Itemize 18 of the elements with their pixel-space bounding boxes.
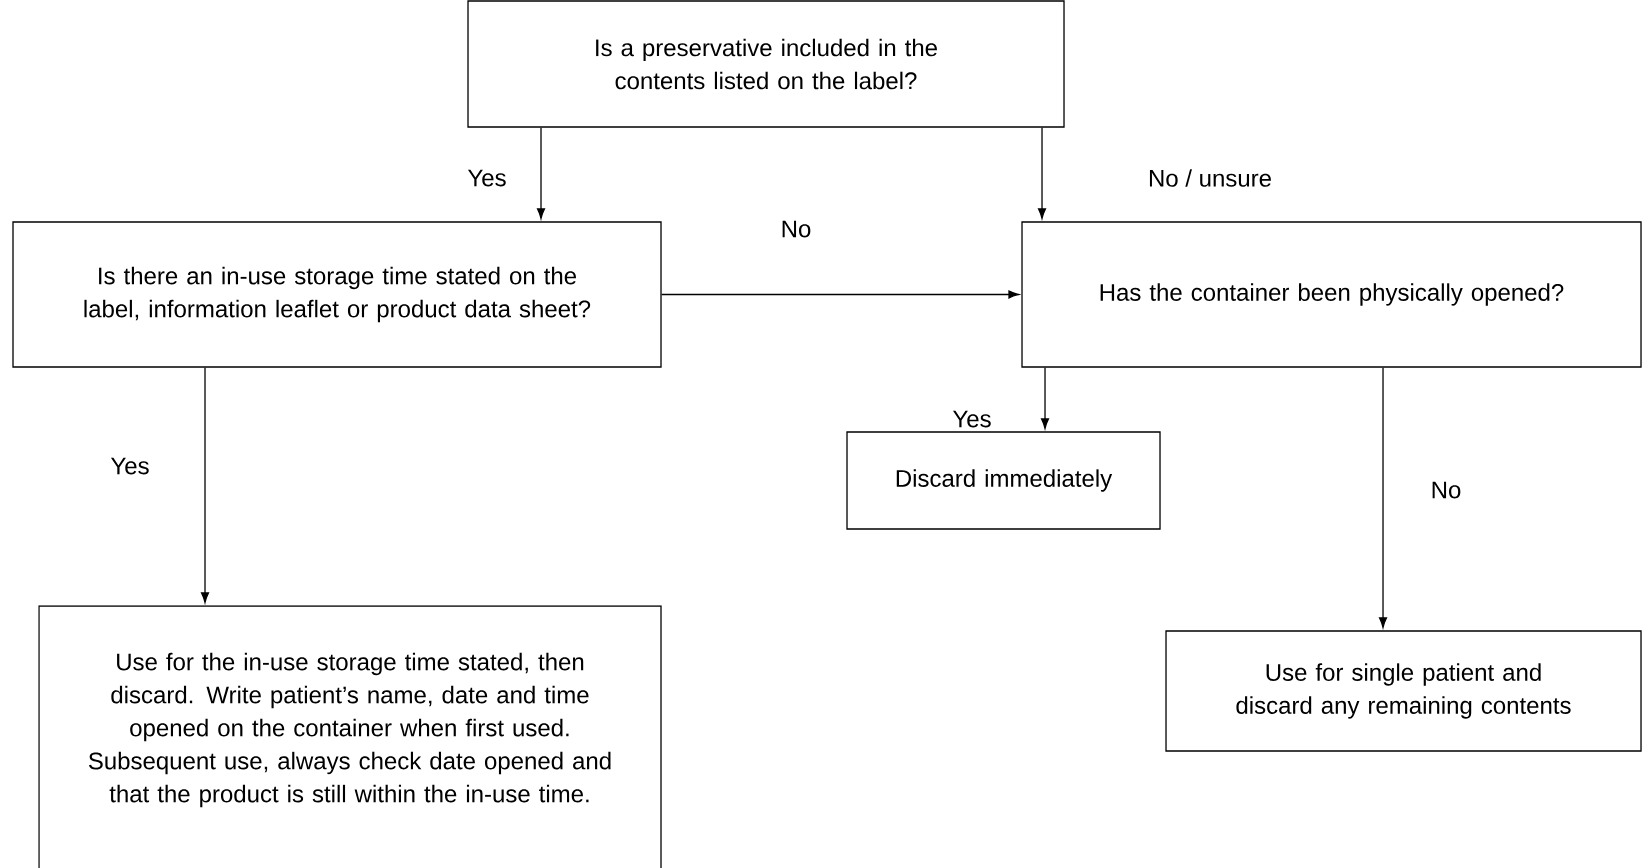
arrow xyxy=(1378,367,1388,629)
process-box: Discard immediately xyxy=(846,431,1161,530)
arrow xyxy=(536,127,546,220)
edge-label: No xyxy=(1429,480,1463,500)
edge-label: Yes xyxy=(466,168,508,188)
process-box: Use for single patient and discard any remaining contents xyxy=(1165,630,1642,752)
edge-label: Yes xyxy=(951,409,993,429)
edge-label: No xyxy=(779,219,813,239)
arrow xyxy=(661,290,1020,299)
process-box: Is a preservative included in the contents listed on the label? xyxy=(467,0,1065,128)
process-box: Use for the in-use storage time stated, then discard. Write patient’s name, date and time opened on the container when first used. Subsequent use, always check date opened and that the product is still within the in-use time. xyxy=(38,605,662,868)
edge-label: No / unsure xyxy=(1147,168,1274,188)
arrow xyxy=(1037,127,1047,220)
arrow xyxy=(200,367,210,604)
arrow xyxy=(1040,367,1050,430)
process-box: Is there an in-use storage time stated on the label, information leaflet or product data sheet? xyxy=(12,221,662,368)
edge-label: Yes xyxy=(109,456,151,476)
process-box: Has the container been physically opened? xyxy=(1021,221,1642,368)
